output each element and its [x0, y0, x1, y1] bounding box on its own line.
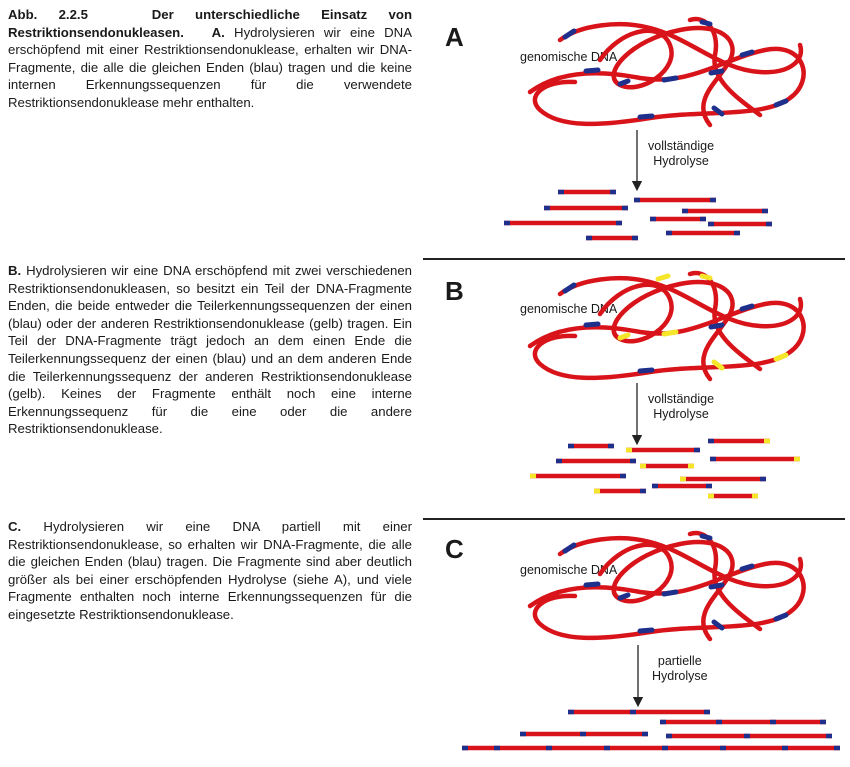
caption-c-text: Hydrolysieren wir eine DNA partiell mit … [8, 519, 413, 622]
figure-heading: Der unterschiedliche Einsatz von Restrik… [8, 7, 413, 40]
arrow-label-a-line2: Hydrolyse [653, 154, 709, 168]
dna-tangle-b [527, 270, 806, 382]
arrow-label-c-line1: partielle [657, 654, 702, 668]
dna-label-a: genomische DNA [520, 50, 618, 64]
dna-tangle-c [527, 530, 806, 642]
arrow-label-c: partielle Hydrolyse [652, 654, 708, 684]
separator-ab [423, 258, 845, 260]
dna-label-c: genomische DNA [520, 563, 618, 577]
arrow-label-b-line2: Hydrolyse [653, 407, 709, 421]
caption-a: Abb. 2.2.5 Der unterschiedliche Einsatz … [8, 6, 412, 112]
arrow-label-a: vollständige Hydrolyse [648, 139, 714, 169]
dna-label-b: genomische DNA [520, 302, 618, 316]
figure-number: Abb. 2.2.5 [8, 7, 88, 22]
caption-b: B. Hydrolysieren wir eine DNA erschöpfen… [8, 262, 412, 438]
caption-c-label: C. [8, 519, 22, 534]
fragments-a [504, 189, 772, 241]
caption-a-text: Hydrolysieren wir eine DNA erschöpfend m… [8, 24, 412, 110]
panel-letter-b: B [445, 276, 464, 306]
arrow-label-b: vollständige Hydrolyse [648, 392, 714, 422]
arrow-label-a-line1: vollständige [648, 139, 715, 153]
fragments-b [530, 438, 800, 499]
dna-tangle-a [527, 16, 806, 128]
caption-b-text: Hydrolysieren wir eine DNA erschöpfend m… [8, 263, 412, 437]
caption-b-label: B. [8, 263, 22, 278]
panel-letter-c: C [445, 534, 464, 564]
caption-c: C. Hydrolysieren wir eine DNA partiell m… [8, 518, 412, 624]
panel-letter-a: A [445, 22, 464, 52]
arrow-label-c-line2: Hydrolyse [652, 669, 708, 683]
fragments-c [462, 709, 840, 751]
caption-a-label: A. [211, 24, 225, 40]
arrow-label-b-line1: vollständige [648, 392, 715, 406]
separator-bc [423, 518, 845, 520]
